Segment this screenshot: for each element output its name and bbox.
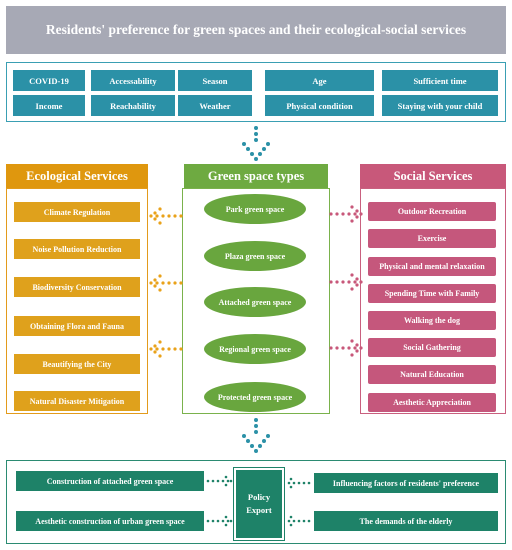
policy-box <box>6 460 506 544</box>
social-item-gathering: Social Gathering <box>368 338 496 357</box>
policy-left-item-attached: Construction of attached green space <box>16 471 204 491</box>
green-item-park: Park green space <box>204 194 306 224</box>
social-item-aesthetic: Aesthetic Appreciation <box>368 393 496 412</box>
green-item-regional: Regional green space <box>204 334 306 364</box>
policy-label-line2: Export <box>246 505 272 515</box>
green-item-attached: Attached green space <box>204 287 306 317</box>
policy-arrow-right-1-icon <box>287 477 311 489</box>
social-item-family: Spending Time with Family <box>368 284 496 303</box>
factor-covid: COVID-19 <box>13 70 85 91</box>
factor-reachability: Reachability <box>91 95 175 116</box>
social-item-exercise: Exercise <box>368 229 496 248</box>
social-item-relaxation: Physical and mental relaxation <box>368 257 496 276</box>
down-arrow-bottom-icon <box>242 418 270 453</box>
eco-item-beautifying: Beautifying the City <box>14 354 140 374</box>
eco-item-climate: Climate Regulation <box>14 202 140 222</box>
factor-accessability: Accessability <box>91 70 175 91</box>
left-arrow-eco-3-icon <box>149 340 183 358</box>
policy-left-item-aesthetic: Aesthetic construction of urban green sp… <box>16 511 204 531</box>
right-arrow-social-3-icon <box>329 339 363 357</box>
factor-sufficient-time: Sufficient time <box>382 70 498 91</box>
ecological-header: Ecological Services <box>6 164 148 188</box>
social-item-dog: Walking the dog <box>368 311 496 330</box>
policy-arrow-left-1-icon <box>206 475 233 487</box>
policy-right-item-elderly: The demands of the elderly <box>314 511 498 531</box>
right-arrow-social-1-icon <box>329 205 363 223</box>
green-item-plaza: Plaza green space <box>204 241 306 271</box>
factor-age: Age <box>265 70 374 91</box>
factor-weather: Weather <box>178 95 252 116</box>
policy-arrow-right-2-icon <box>287 515 311 527</box>
down-arrow-top-icon <box>242 126 270 161</box>
eco-item-noise: Noise Pollution Reduction <box>14 239 140 259</box>
right-arrow-social-2-icon <box>329 273 363 291</box>
policy-export-node: Policy Export <box>233 467 285 541</box>
diagram-title: Residents' preference for green spaces a… <box>6 6 506 54</box>
ecological-panel <box>6 188 148 414</box>
eco-item-flora-fauna: Obtaining Flora and Fauna <box>14 316 140 336</box>
policy-label-line1: Policy <box>247 492 271 502</box>
social-header: Social Services <box>360 164 506 188</box>
eco-item-disaster: Natural Disaster Mitigation <box>14 391 140 411</box>
factor-physical-condition: Physical condition <box>265 95 374 116</box>
factor-staying-with-child: Staying with your child <box>382 95 498 116</box>
social-item-outdoor: Outdoor Recreation <box>368 202 496 221</box>
social-item-education: Natural Education <box>368 365 496 384</box>
green-space-panel <box>182 188 330 414</box>
left-arrow-eco-1-icon <box>149 207 183 225</box>
policy-right-item-factors: Influencing factors of residents' prefer… <box>314 473 498 493</box>
factor-season: Season <box>178 70 252 91</box>
green-space-header: Green space types <box>184 164 328 188</box>
left-arrow-eco-2-icon <box>149 274 183 292</box>
factors-box: COVID-19 Accessability Season Age Suffic… <box>6 62 506 122</box>
green-item-protected: Protected green space <box>204 382 306 412</box>
social-panel <box>360 188 506 414</box>
eco-item-biodiversity: Biodiversity Conservation <box>14 277 140 297</box>
factor-income: Income <box>13 95 85 116</box>
policy-arrow-left-2-icon <box>206 515 233 527</box>
